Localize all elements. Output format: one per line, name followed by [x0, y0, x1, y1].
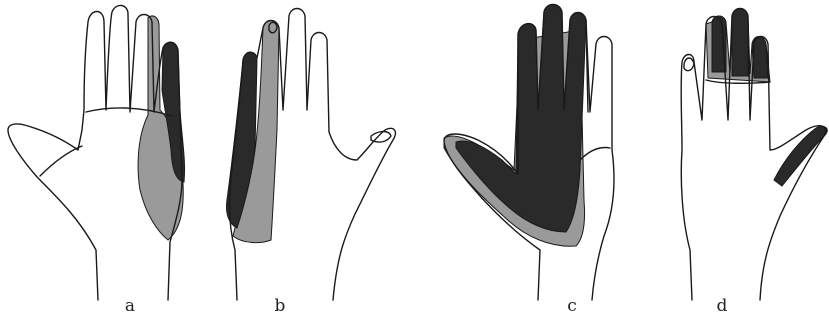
panel-label: b [265, 296, 295, 316]
palm-crease [580, 148, 610, 161]
panel-label: c [557, 296, 587, 316]
panel-d: d [620, 0, 829, 328]
thumb-dark-zone [774, 126, 827, 186]
finger-nail [684, 58, 694, 71]
finger-divider [586, 20, 588, 112]
thumb-crease [40, 146, 82, 176]
panel-label: a [115, 296, 145, 316]
hand-d-illustration [620, 0, 829, 300]
panel-label: d [707, 296, 737, 316]
hand-b-illustration [185, 0, 415, 300]
panel-b: b [185, 0, 415, 328]
